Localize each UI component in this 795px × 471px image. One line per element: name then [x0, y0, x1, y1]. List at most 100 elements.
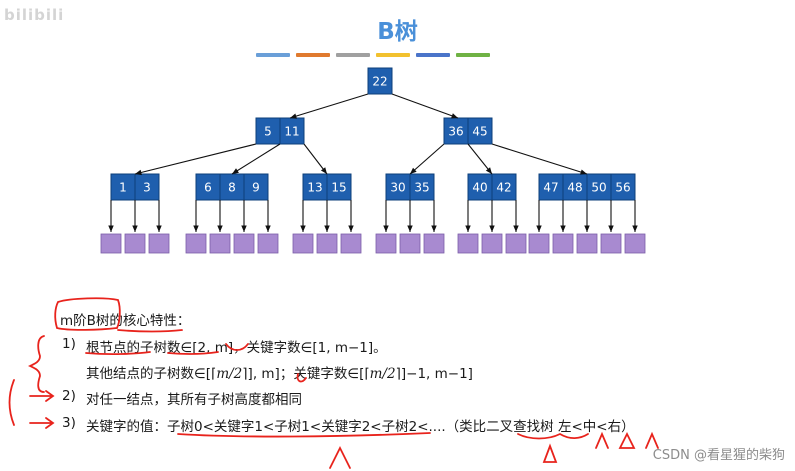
color-bar-segment: [296, 53, 330, 57]
arrow-head: [513, 225, 519, 232]
empty-leaf-box: [505, 233, 527, 254]
color-bar-segment: [256, 53, 290, 57]
key-value: 1: [119, 181, 127, 195]
bilibili-watermark-logo: bilibili: [4, 6, 65, 24]
arrow-head: [320, 167, 327, 174]
ceil-left-bracket: ⌈: [364, 366, 370, 382]
arrow-head: [608, 225, 614, 232]
arrow-head: [265, 225, 271, 232]
arrow-head: [324, 225, 330, 232]
key-cell: [367, 67, 393, 95]
key-cell: [562, 173, 588, 201]
color-bar-segment: [336, 53, 370, 57]
key-value: 45: [472, 125, 487, 139]
heading-core-properties: 的核心特性：: [109, 313, 191, 329]
item1-other-nodes-line: 其他结点的子树数∈[⌈m/2⌉], m]；关键字数∈[⌈m/2⌉]−1, m−1…: [86, 362, 473, 382]
arrow-head: [485, 167, 492, 174]
leaf-level-node: 6 8 9: [195, 173, 269, 201]
color-bar-segment: [416, 53, 450, 57]
empty-leaf-box: [423, 233, 445, 254]
key-value: 35: [414, 181, 429, 195]
item1-line2-part-b: ], m]；关键字数∈[: [247, 366, 365, 382]
arrow-head: [536, 225, 542, 232]
key-cell: [385, 173, 411, 201]
arrow-head: [290, 113, 297, 119]
key-cell: [255, 117, 281, 145]
color-bar-segment: [456, 53, 490, 57]
leaf-level-node: 30 35: [385, 173, 435, 201]
ink-left-margin-stroke: [8, 379, 15, 426]
key-value: 11: [284, 125, 299, 139]
arrow-head: [489, 225, 495, 232]
arrow-head: [193, 225, 199, 232]
arrow-head: [580, 169, 587, 175]
empty-leaf-box: [148, 233, 170, 254]
tree-edge: [289, 93, 369, 119]
empty-leaf-box: [257, 233, 279, 254]
key-cell: [195, 173, 221, 201]
key-value: 3: [143, 181, 151, 195]
empty-leaf-box: [576, 233, 598, 254]
arrow-head: [217, 225, 223, 232]
csdn-watermark: CSDN @看星猩的柴狗: [652, 448, 785, 463]
empty-leaf-box: [233, 233, 255, 254]
notes-heading: m阶B树的核心特性：: [60, 309, 190, 329]
tree-edge: [231, 143, 281, 175]
empty-leaf-box: [292, 233, 314, 254]
empty-leaf-box: [528, 233, 550, 254]
key-cell: [491, 173, 517, 201]
key-value: 56: [615, 181, 630, 195]
arrow-head: [465, 225, 471, 232]
empty-leaf-box: [624, 233, 646, 254]
arrow-head: [108, 225, 114, 232]
tree-edge: [409, 143, 445, 175]
ink-underline-heading: [117, 329, 183, 333]
arrow-head: [132, 225, 138, 232]
arrow-head: [383, 225, 389, 232]
ink-arrow-item2: [29, 390, 55, 402]
key-value: 36: [448, 125, 463, 139]
key-value: 13: [307, 181, 322, 195]
key-value: 30: [390, 181, 405, 195]
arrow-head: [451, 113, 458, 119]
ceil-left-bracket: ⌈: [211, 366, 217, 382]
arrow-head: [232, 168, 239, 174]
arrow-head: [584, 225, 590, 232]
empty-leaf-box: [600, 233, 622, 254]
empty-leaf-box: [481, 233, 503, 254]
arrow-head: [156, 225, 162, 232]
m-over-2-second: m/2: [369, 366, 396, 382]
key-cell: [610, 173, 636, 201]
ink-caret-1: [329, 445, 351, 469]
key-value: 50: [591, 181, 606, 195]
empty-leaf-box: [552, 233, 574, 254]
ink-caret-3: [595, 431, 609, 449]
empty-leaf-box: [457, 233, 479, 254]
key-cell: [110, 173, 136, 201]
key-value: 6: [204, 181, 212, 195]
key-cell: [467, 173, 493, 201]
empty-leaf-box: [399, 233, 421, 254]
tree-edge: [491, 143, 588, 175]
ink-caret-2: [542, 443, 558, 463]
empty-leaf-box: [185, 233, 207, 254]
item3-number: 3): [62, 415, 76, 431]
color-bar-segment: [376, 53, 410, 57]
key-value: 9: [252, 181, 260, 195]
item1-line2-part-c: ]−1, m−1]: [400, 366, 473, 382]
key-value: 8: [228, 181, 236, 195]
tree-edge: [134, 143, 257, 175]
arrow-head: [560, 225, 566, 232]
key-cell: [409, 173, 435, 201]
arrow-head: [348, 225, 354, 232]
ceil-right-bracket: ⌉: [395, 366, 401, 382]
key-value: 40: [472, 181, 487, 195]
arrow-head: [431, 225, 437, 232]
arrow-head: [300, 225, 306, 232]
arrow-head: [632, 225, 638, 232]
